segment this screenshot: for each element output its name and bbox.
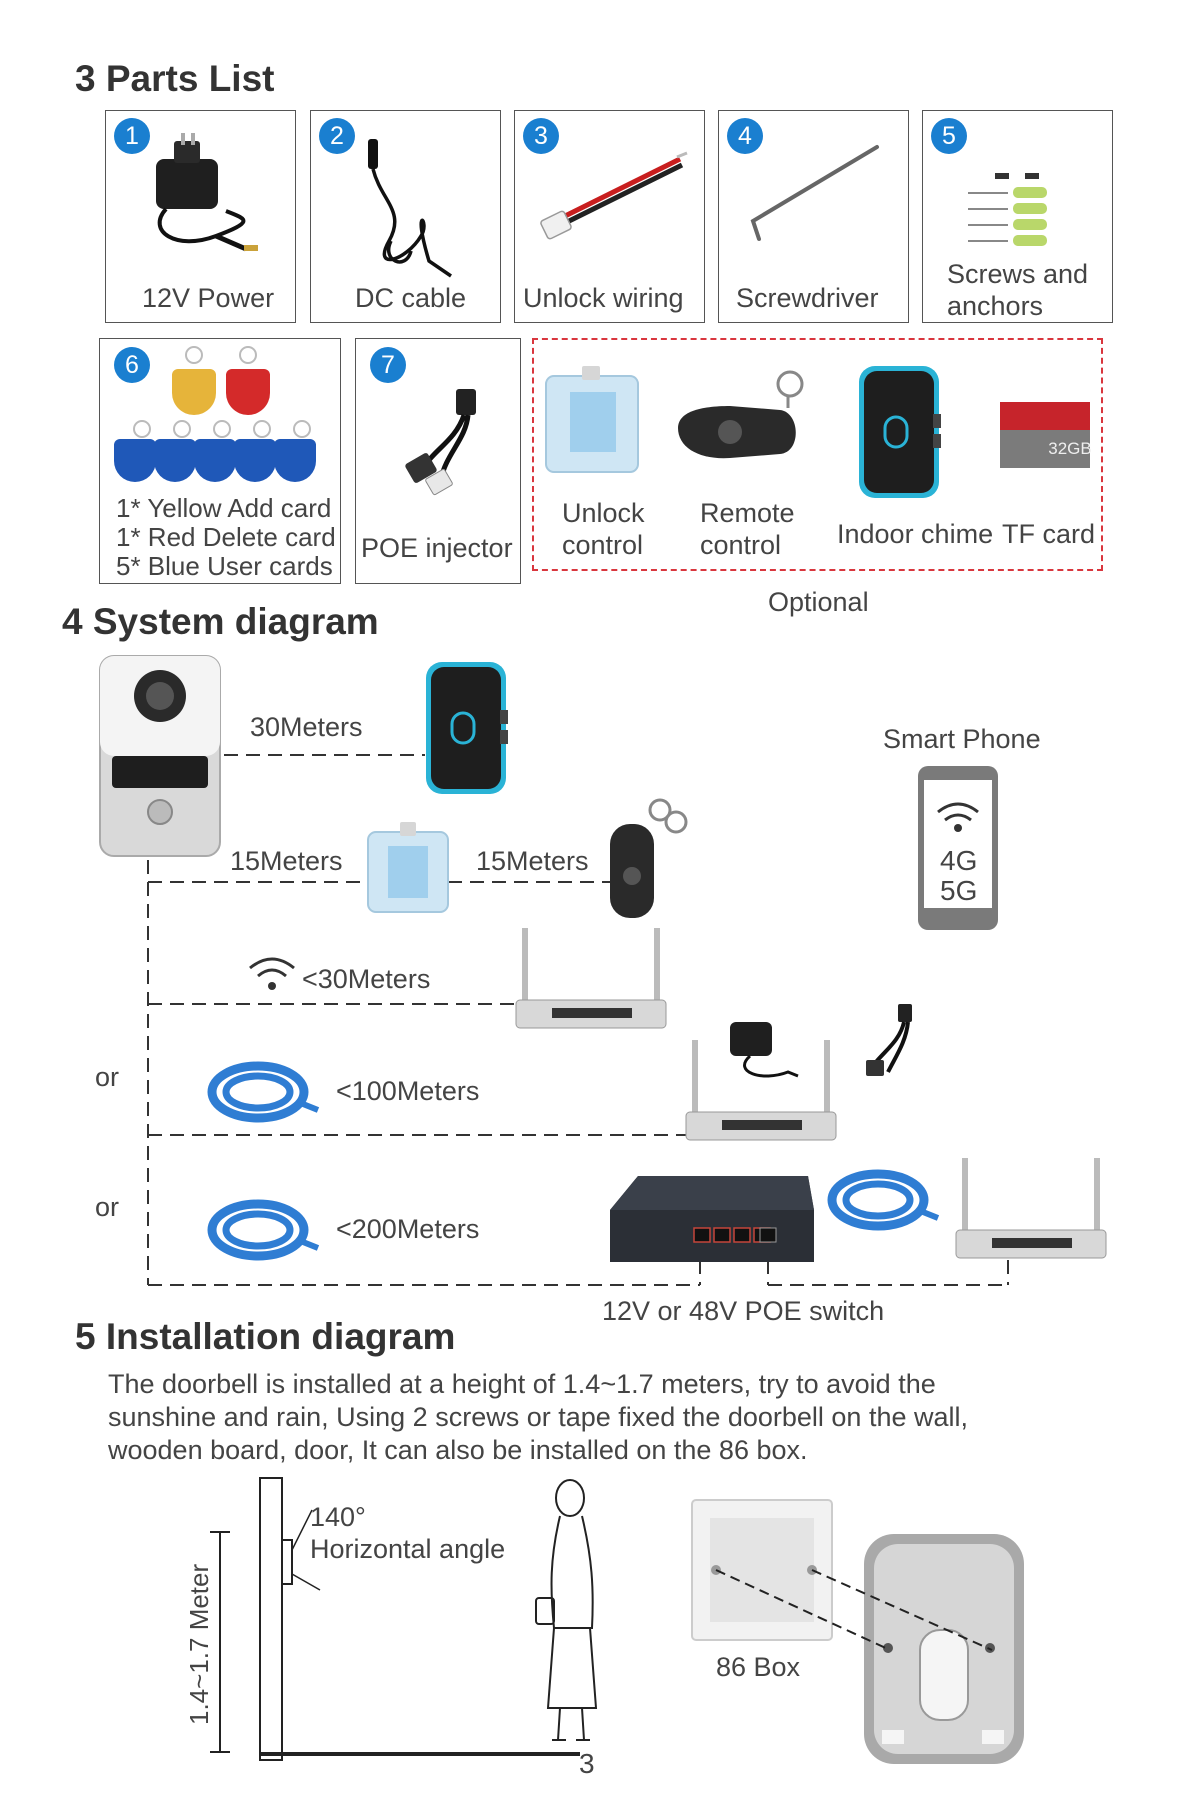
poe-switch-label: 12V or 48V POE switch — [602, 1296, 885, 1326]
poe-injector-icon — [405, 389, 476, 496]
indoor-chime-icon — [859, 366, 941, 498]
installation-paragraph-line2: sunshine and rain, Using 2 screws or tap… — [108, 1402, 968, 1432]
distance-chime: 30Meters — [250, 712, 363, 742]
poe-injector-icon — [866, 1004, 912, 1076]
smart-phone-label: Smart Phone — [883, 724, 1041, 754]
86-box-icon — [691, 1499, 833, 1641]
rfid-keyfob-icon — [114, 346, 316, 482]
unlock-wiring-icon — [540, 151, 688, 240]
wifi-router-icon — [515, 928, 667, 1029]
phone-network-5g: 5G — [940, 875, 978, 906]
part-number: 7 — [370, 347, 406, 383]
screwdriver-icon — [750, 145, 879, 241]
parts-list-heading: 3 Parts List — [75, 58, 275, 99]
part-label-line1: Screws and — [947, 259, 1089, 289]
part-label: POE injector — [361, 533, 513, 563]
page-number: 3 — [579, 1748, 595, 1779]
part-number: 1 — [114, 118, 150, 154]
wifi-router-icon — [955, 1158, 1107, 1259]
part-box-poe-injector: 7 POE injector — [355, 338, 521, 584]
tf-card-capacity: 32GB — [1048, 439, 1091, 458]
part-box-dc-cable: 2 DC cable — [310, 110, 501, 323]
remote-control-icon — [678, 370, 804, 459]
unlock-control-icon — [545, 366, 639, 473]
remote-control-icon — [610, 798, 688, 918]
wifi-router-icon — [685, 1040, 837, 1141]
viewing-angle-value: 140° — [310, 1502, 366, 1532]
part-label: 12V Power — [142, 283, 275, 313]
part-number: 3 — [523, 118, 559, 154]
part-box-screws: 5 Screws and anchors — [922, 110, 1113, 323]
part-box-unlock-wiring: 3 Unlock wiring — [514, 110, 705, 323]
part-label-line2: 1* Red Delete card — [116, 522, 336, 552]
part-label: Screwdriver — [736, 283, 879, 313]
distance-unlock: 15Meters — [230, 846, 343, 876]
distance-cable-200: <200Meters — [336, 1214, 480, 1244]
unlock-control-icon — [367, 822, 449, 913]
tf-card-icon: 32GB — [1000, 402, 1092, 468]
mounting-height-diagram — [210, 1477, 580, 1761]
part-number: 2 — [319, 118, 355, 154]
smart-phone-icon — [918, 766, 998, 930]
network-cable-icon — [207, 1061, 320, 1123]
part-box-screwdriver: 4 Screwdriver — [718, 110, 909, 323]
installation-paragraph-line3: wooden board, door, It can also be insta… — [108, 1435, 808, 1465]
optional-label-remote-2: control — [700, 530, 782, 560]
viewing-angle-label: Horizontal angle — [310, 1534, 506, 1564]
optional-accessories-box — [532, 338, 1103, 571]
screws-anchors-icon — [968, 173, 1047, 246]
power-adapter-icon — [730, 1022, 799, 1078]
part-label-line3: 5* Blue User cards — [116, 551, 333, 581]
dc-cable-icon — [368, 139, 452, 278]
phone-network-4g: 4G — [940, 845, 978, 876]
indoor-chime-icon — [426, 662, 508, 794]
alignment-dashed-lines — [715, 1569, 993, 1651]
distance-cable-100: <100Meters — [336, 1076, 480, 1106]
poe-switch-icon — [610, 1176, 814, 1262]
86-box-label: 86 Box — [716, 1652, 801, 1682]
or-label-2: or — [95, 1192, 120, 1222]
system-diagram-heading: 4 System diagram — [62, 601, 379, 642]
optional-caption: Optional — [768, 587, 869, 617]
system-wiring-lines — [147, 754, 1009, 1286]
mounting-bracket-icon — [864, 1534, 1024, 1764]
part-label-line1: 1* Yellow Add card — [116, 493, 332, 523]
part-label-line2: anchors — [947, 291, 1044, 321]
optional-label-chime: Indoor chime — [837, 519, 994, 549]
mounting-height-label: 1.4~1.7 Meter — [184, 1563, 214, 1725]
part-number: 5 — [931, 118, 967, 154]
network-cable-icon — [827, 1169, 940, 1231]
power-adapter-icon — [156, 133, 258, 252]
distance-wifi: <30Meters — [302, 964, 431, 994]
part-box-rfid-cards: 6 1* Yellow Add card 1* Red Delete card … — [99, 338, 341, 584]
network-cable-icon — [207, 1199, 320, 1261]
optional-label-remote-1: Remote — [700, 498, 795, 528]
part-label: Unlock wiring — [523, 283, 684, 313]
video-doorbell-icon — [99, 655, 221, 857]
part-label: DC cable — [355, 283, 467, 313]
optional-label-unlock-2: control — [562, 530, 644, 560]
optional-label-tf-card: TF card — [1002, 519, 1096, 549]
distance-remote: 15Meters — [476, 846, 589, 876]
person-silhouette-icon — [535, 1479, 598, 1741]
installation-paragraph-line1: The doorbell is installed at a height of… — [108, 1369, 936, 1399]
part-number: 4 — [727, 118, 763, 154]
or-label-1: or — [95, 1062, 120, 1092]
wifi-icon — [249, 957, 295, 990]
optional-label-unlock-1: Unlock — [562, 498, 645, 528]
part-number: 6 — [114, 347, 150, 383]
installation-diagram-heading: 5 Installation diagram — [75, 1316, 456, 1357]
part-box-power: 1 12V Power — [105, 110, 296, 323]
